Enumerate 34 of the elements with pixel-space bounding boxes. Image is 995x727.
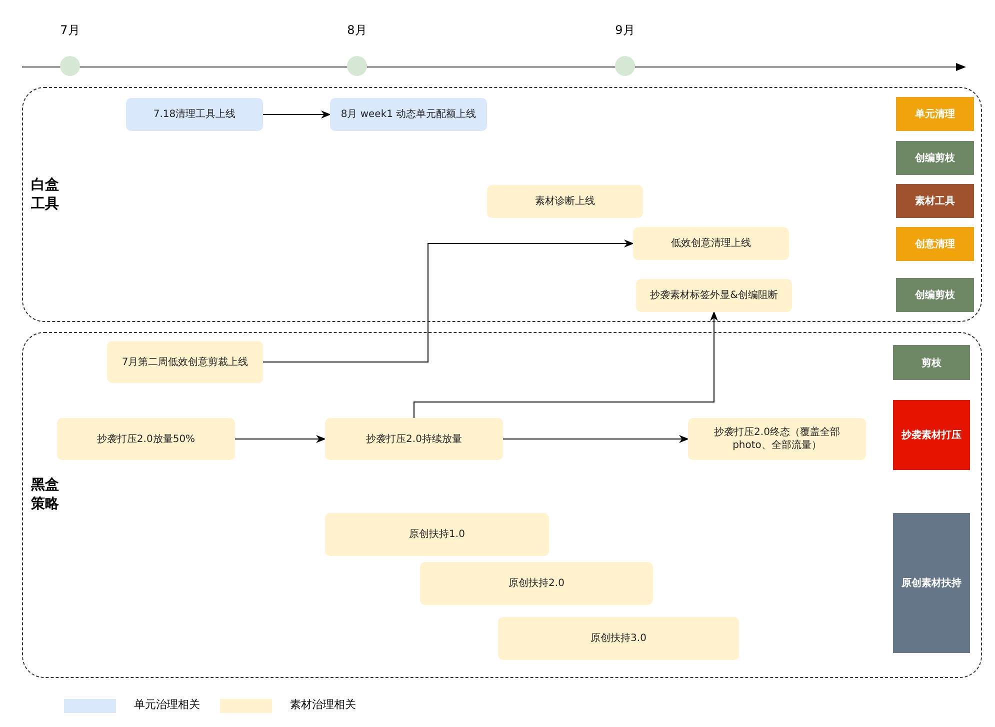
milestone-box: 原创扶持3.0 [498,617,739,660]
milestone-box: 低效创意清理上线 [633,227,789,260]
milestone-box: 8月 week1 动态单元配额上线 [330,98,487,131]
legend-label: 单元治理相关 [134,697,200,712]
milestone-box: 7.18清理工具上线 [126,98,263,131]
milestone-box: 素材诊断上线 [487,185,643,218]
category-tag: 抄袭素材打压 [893,400,970,470]
arrow [262,110,331,118]
legend-label: 素材治理相关 [290,697,356,712]
milestone-box: 抄袭素材标签外显&创编阻断 [636,279,792,312]
milestone-box: 抄袭打压2.0终态（覆盖全部photo、全部流量） [688,418,866,460]
month-label: 9月 [615,22,635,39]
category-tag: 创编剪枝 [896,141,974,175]
section-frame [22,87,982,322]
category-tag: 原创素材扶持 [893,513,970,653]
category-tag: 创编剪枝 [896,278,974,312]
section-heading: 黑盒策略 [31,476,60,514]
section-frame [22,332,982,678]
milestone-box: 7月第二周低效创意剪裁上线 [107,341,263,383]
arrow [414,311,718,418]
category-tag: 创意清理 [896,227,974,261]
arrow [262,240,634,362]
category-tag: 剪枝 [893,345,970,380]
milestone-box: 原创扶持2.0 [420,562,653,605]
arrow [502,435,689,443]
month-label: 7月 [60,22,80,39]
section-heading: 白盒工具 [31,176,60,214]
category-tag: 单元清理 [896,97,974,131]
milestone-box: 抄袭打压2.0放量50% [57,418,235,460]
month-label: 8月 [347,22,367,39]
category-tag: 素材工具 [896,184,974,218]
arrow [234,435,326,443]
milestone-box: 抄袭打压2.0持续放量 [325,418,503,460]
milestone-box: 原创扶持1.0 [325,513,549,556]
